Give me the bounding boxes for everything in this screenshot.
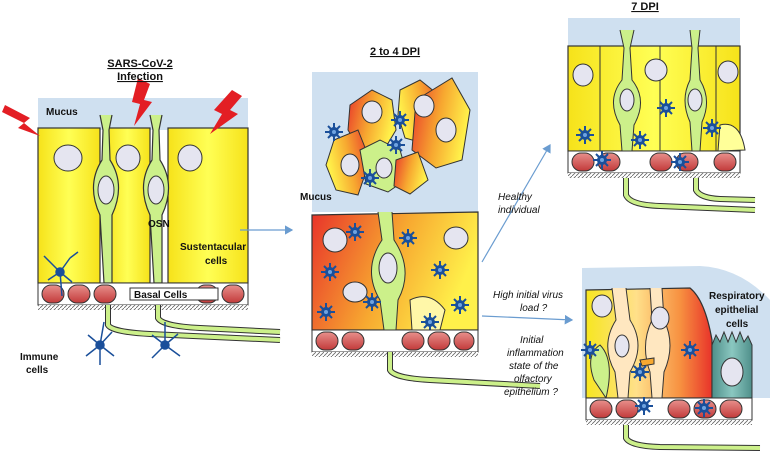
lightning-bolt <box>132 78 152 126</box>
nucleus <box>97 175 115 205</box>
healthy-label: Healthy <box>498 192 533 203</box>
arrow-to-7dpi <box>481 143 551 263</box>
respiratory-label-line3: cells <box>726 319 749 330</box>
immune-cell <box>85 321 115 365</box>
inflammation-label-line5: epithelium ? <box>504 387 558 398</box>
healthy-label-line2: individual <box>498 205 540 216</box>
basal-cells-label: Basal Cells <box>134 290 188 301</box>
axon <box>156 305 281 334</box>
immune-cell <box>151 322 181 359</box>
infection-title: SARS-CoV-2 <box>107 58 172 70</box>
sustentacular-label: Sustentacular <box>180 242 246 253</box>
dpi-2-4-title: 2 to 4 DPI <box>370 46 420 58</box>
high-load-label-line2: load ? <box>520 303 548 314</box>
respiratory-label-line2: epithelial <box>715 305 759 316</box>
immune-cells-label-line2: cells <box>26 365 49 376</box>
axon <box>694 178 756 202</box>
panel-2-4dpi: 2 to 4 DPI Mucus <box>300 46 541 389</box>
basal-cells <box>315 331 475 351</box>
panel-severe: Respiratory epithelial cells <box>580 266 770 451</box>
arrow-to-severe <box>481 314 574 325</box>
axon <box>624 425 761 450</box>
axon <box>624 178 756 212</box>
high-load-label: High initial virus <box>493 290 563 301</box>
axon <box>388 352 541 388</box>
respiratory-label: Respiratory <box>709 291 765 302</box>
inflammation-label-line2: inflammation <box>507 348 564 359</box>
nucleus <box>115 144 141 172</box>
panel-7dpi: 7 DPI <box>567 1 756 213</box>
nucleus <box>53 144 83 172</box>
inflammation-label: Initial <box>520 335 544 346</box>
mucus-layer <box>568 18 740 48</box>
osn-label: OSN <box>148 219 170 230</box>
inflammation-label-line4: olfactory <box>514 374 553 385</box>
inflammation-label-line3: state of the <box>509 361 559 372</box>
infection-title-line2: Infection <box>117 71 163 83</box>
basal-cells <box>41 284 245 304</box>
basement-membrane <box>38 305 248 310</box>
nucleus <box>147 175 165 205</box>
panel-infection: SARS-CoV-2 Infection Mucus OSN Sustentac… <box>2 58 281 376</box>
immune-cells-label: Immune <box>20 352 59 363</box>
mucus-label: Mucus <box>300 192 332 203</box>
mucus-label: Mucus <box>46 107 78 118</box>
detached-infected-cell <box>393 151 429 195</box>
immune-cell <box>43 251 79 297</box>
dpi-7-title: 7 DPI <box>631 1 659 13</box>
nucleus <box>177 144 203 172</box>
sustentacular-label-line2: cells <box>205 256 228 267</box>
lightning-bolt <box>210 90 242 134</box>
lightning-bolt <box>2 105 40 136</box>
axon <box>106 305 281 342</box>
